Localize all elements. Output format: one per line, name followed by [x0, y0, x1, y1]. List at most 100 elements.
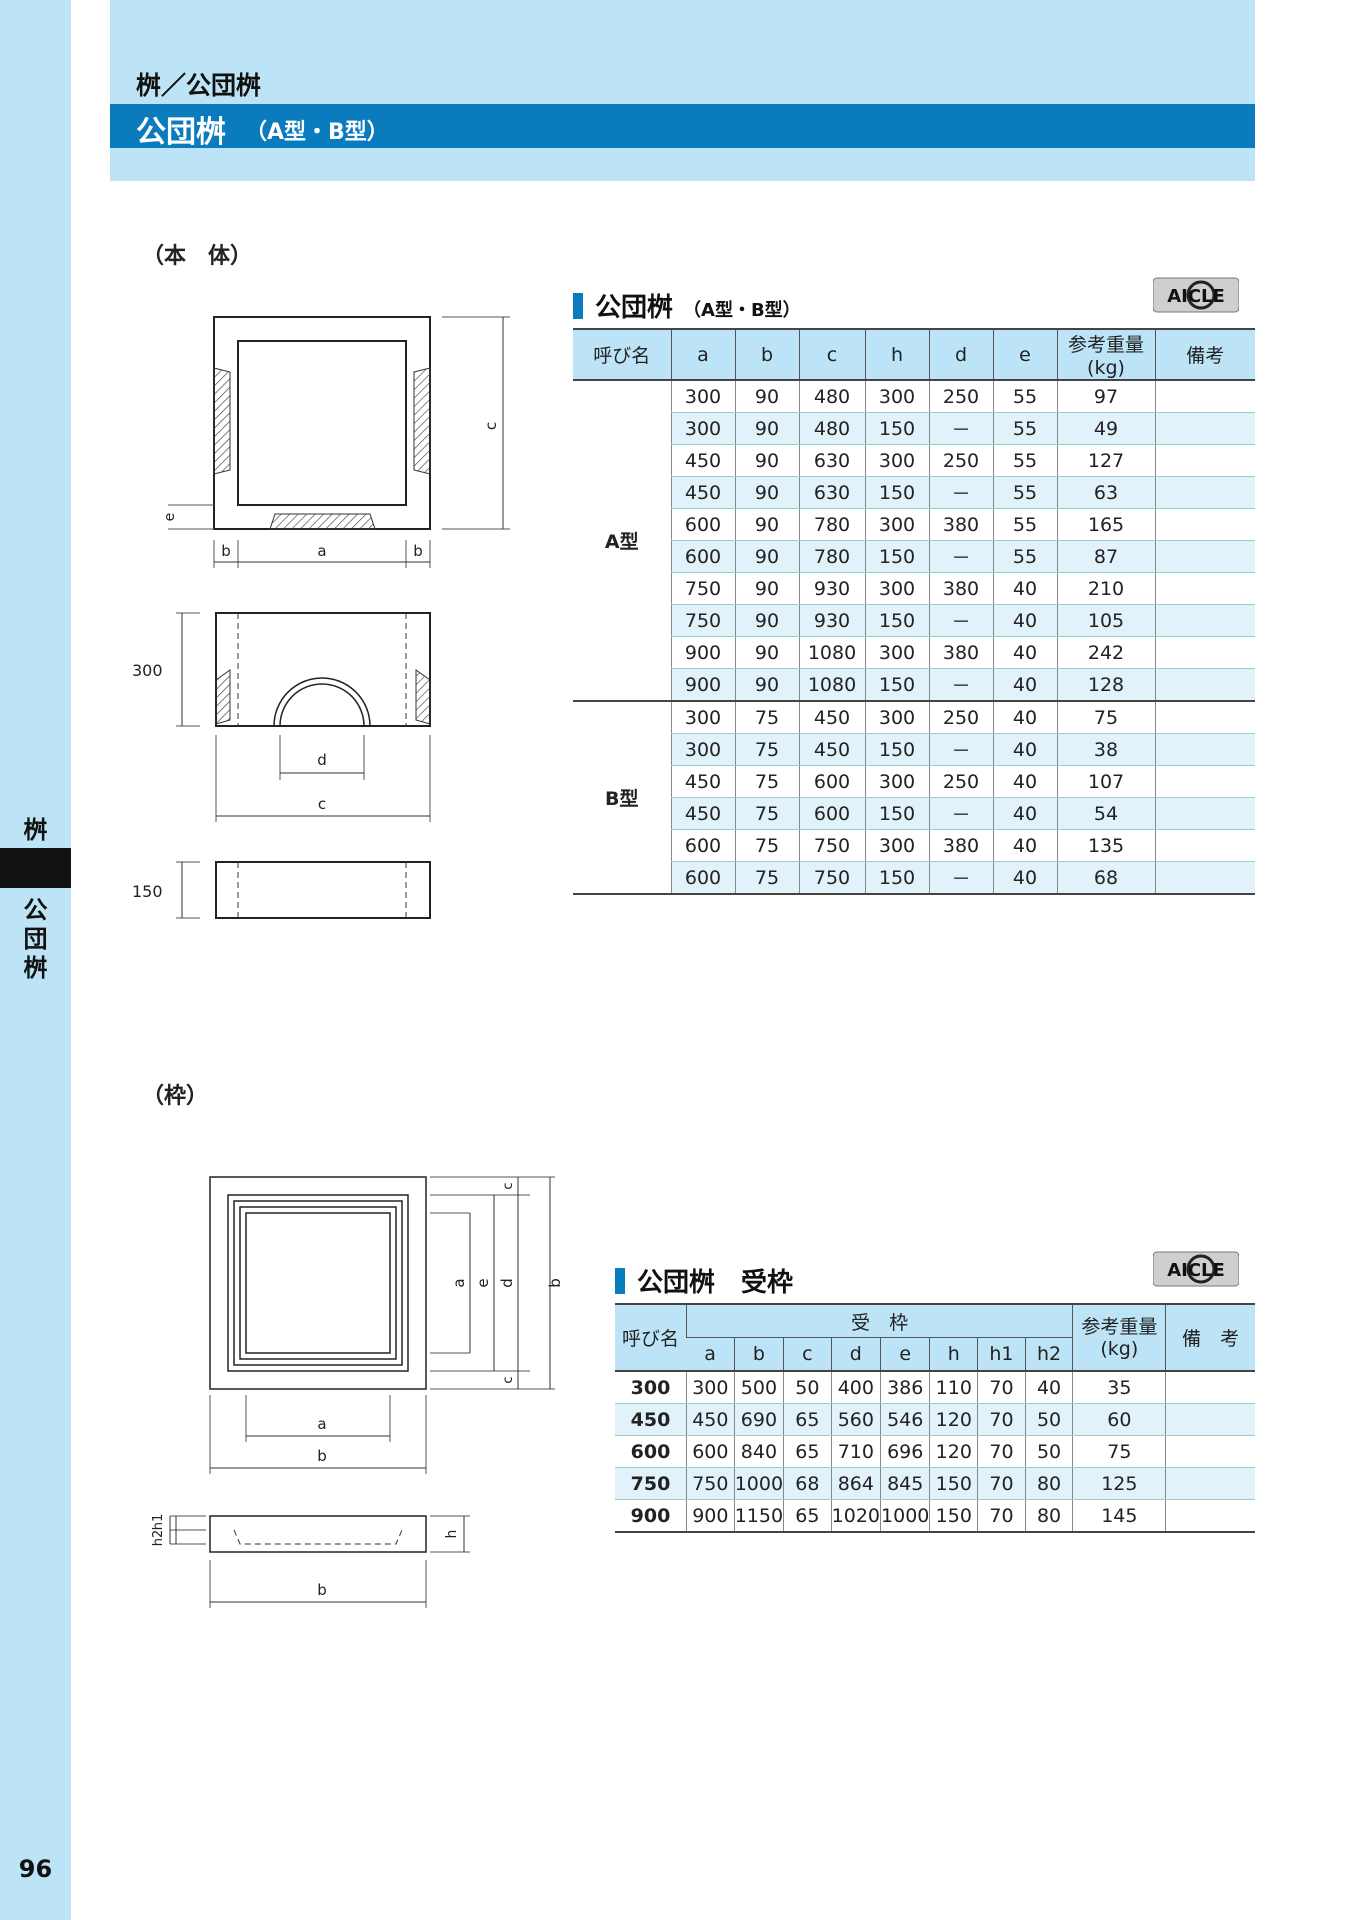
table-cell	[1154, 765, 1255, 798]
table-cell: 600	[685, 1435, 735, 1468]
page-title: 公団桝	[136, 115, 226, 150]
table-cell: 560	[830, 1403, 881, 1436]
table-cell	[1154, 668, 1255, 702]
frame-subheader-cell: h	[929, 1337, 978, 1372]
body-table-header-cell: e	[992, 329, 1057, 381]
body-table-header-cell: d	[928, 329, 993, 381]
table-cell: 55	[992, 380, 1057, 413]
table-cell: 380	[928, 508, 993, 541]
table-cell: 150	[864, 540, 929, 573]
body-table-header-cell: b	[734, 329, 799, 381]
table-cell: 55	[992, 412, 1057, 445]
table-cell: 300	[864, 765, 929, 798]
frame-header-group: 受 枠	[685, 1304, 1073, 1338]
table-cell: 1080	[798, 668, 865, 702]
frame-table-header-row-1: 呼び名 受 枠 参考重量 (kg) 備 考	[615, 1304, 1255, 1372]
table-cell: 40	[992, 797, 1057, 830]
frame-table-heading: 公団桝 受枠	[615, 1262, 793, 1299]
table-cell: －	[928, 604, 993, 637]
table-cell: 90	[734, 604, 799, 637]
table-cell: 546	[880, 1403, 930, 1436]
table-cell: 242	[1056, 636, 1155, 669]
frame-subheader-cell: e	[880, 1337, 930, 1372]
heading-accent-bar	[573, 292, 583, 319]
frame-subheader-cell: h1	[977, 1337, 1026, 1372]
table-cell: －	[928, 476, 993, 509]
dim-a-label: a	[317, 542, 326, 560]
table-cell: 75	[734, 829, 799, 862]
table-cell: 150	[864, 668, 929, 702]
table-cell: 120	[929, 1435, 978, 1468]
table-cell: 300	[864, 508, 929, 541]
table-cell	[1154, 476, 1255, 509]
table-cell: －	[928, 540, 993, 573]
type-group-label: B型	[573, 700, 671, 895]
table-cell: 40	[992, 861, 1057, 895]
table-cell: 300	[864, 829, 929, 862]
table-cell	[1165, 1499, 1255, 1533]
table-cell: －	[928, 668, 993, 702]
table-cell: 300	[670, 380, 735, 413]
header-band	[110, 0, 1255, 181]
table-cell: 600	[798, 797, 865, 830]
frame-dim-b-side: b	[317, 1581, 327, 1599]
table-cell: 128	[1056, 668, 1155, 702]
table-cell: 65	[783, 1403, 832, 1436]
table-cell: 600	[670, 861, 735, 895]
side-category-label: 桝	[23, 816, 48, 844]
table-cell: 400	[830, 1371, 881, 1404]
table-cell: 150	[864, 476, 929, 509]
table-cell: 55	[992, 476, 1057, 509]
frame-dim-c-top: c	[501, 1182, 516, 1189]
table-cell	[1165, 1435, 1255, 1468]
row-name-cell: 300	[615, 1371, 687, 1404]
table-cell: 35	[1072, 1371, 1166, 1404]
table-cell: 450	[798, 733, 865, 766]
table-cell: 90	[734, 412, 799, 445]
table-cell	[1154, 444, 1255, 477]
table-cell	[1154, 380, 1255, 413]
frame-dim-e: e	[474, 1278, 492, 1287]
table-cell: 60	[1072, 1403, 1166, 1436]
table-cell: 50	[1024, 1403, 1073, 1436]
table-cell: 120	[929, 1403, 978, 1436]
table-cell: 750	[685, 1467, 735, 1500]
body-table-header-cell: a	[670, 329, 735, 381]
table-cell: 864	[830, 1467, 881, 1500]
table-cell: 40	[992, 765, 1057, 798]
table-cell: 630	[798, 444, 865, 477]
table-cell	[1154, 508, 1255, 541]
frame-subheader-cell: h2	[1024, 1337, 1073, 1372]
frame-drawing: a e d b c c a b h2 h1 h b	[151, 1176, 564, 1608]
page-subtitle: （A型・B型）	[245, 120, 389, 145]
table-cell: 480	[798, 380, 865, 413]
table-cell: 450	[670, 476, 735, 509]
table-cell: 300	[670, 733, 735, 766]
table-cell: 1020	[830, 1499, 881, 1533]
frame-dim-c-bottom: c	[501, 1376, 516, 1383]
frame-subheader-cell: c	[783, 1337, 832, 1372]
table-cell: 696	[880, 1435, 930, 1468]
table-cell: 300	[864, 700, 929, 734]
title-bar	[110, 104, 1255, 148]
table-cell: 900	[685, 1499, 735, 1533]
table-cell: 145	[1072, 1499, 1166, 1533]
table-cell: 40	[992, 733, 1057, 766]
frame-dim-a-bottom: a	[317, 1415, 326, 1433]
dim-b-right-label: b	[413, 542, 423, 560]
table-cell: 750	[798, 861, 865, 895]
table-cell: 90	[734, 668, 799, 702]
table-cell: 150	[929, 1499, 978, 1533]
frame-header-weight: 参考重量 (kg)	[1072, 1304, 1166, 1372]
table-cell: 80	[1024, 1499, 1073, 1533]
table-cell: 127	[1056, 444, 1155, 477]
table-cell: 480	[798, 412, 865, 445]
body-table-header-cell: c	[798, 329, 865, 381]
